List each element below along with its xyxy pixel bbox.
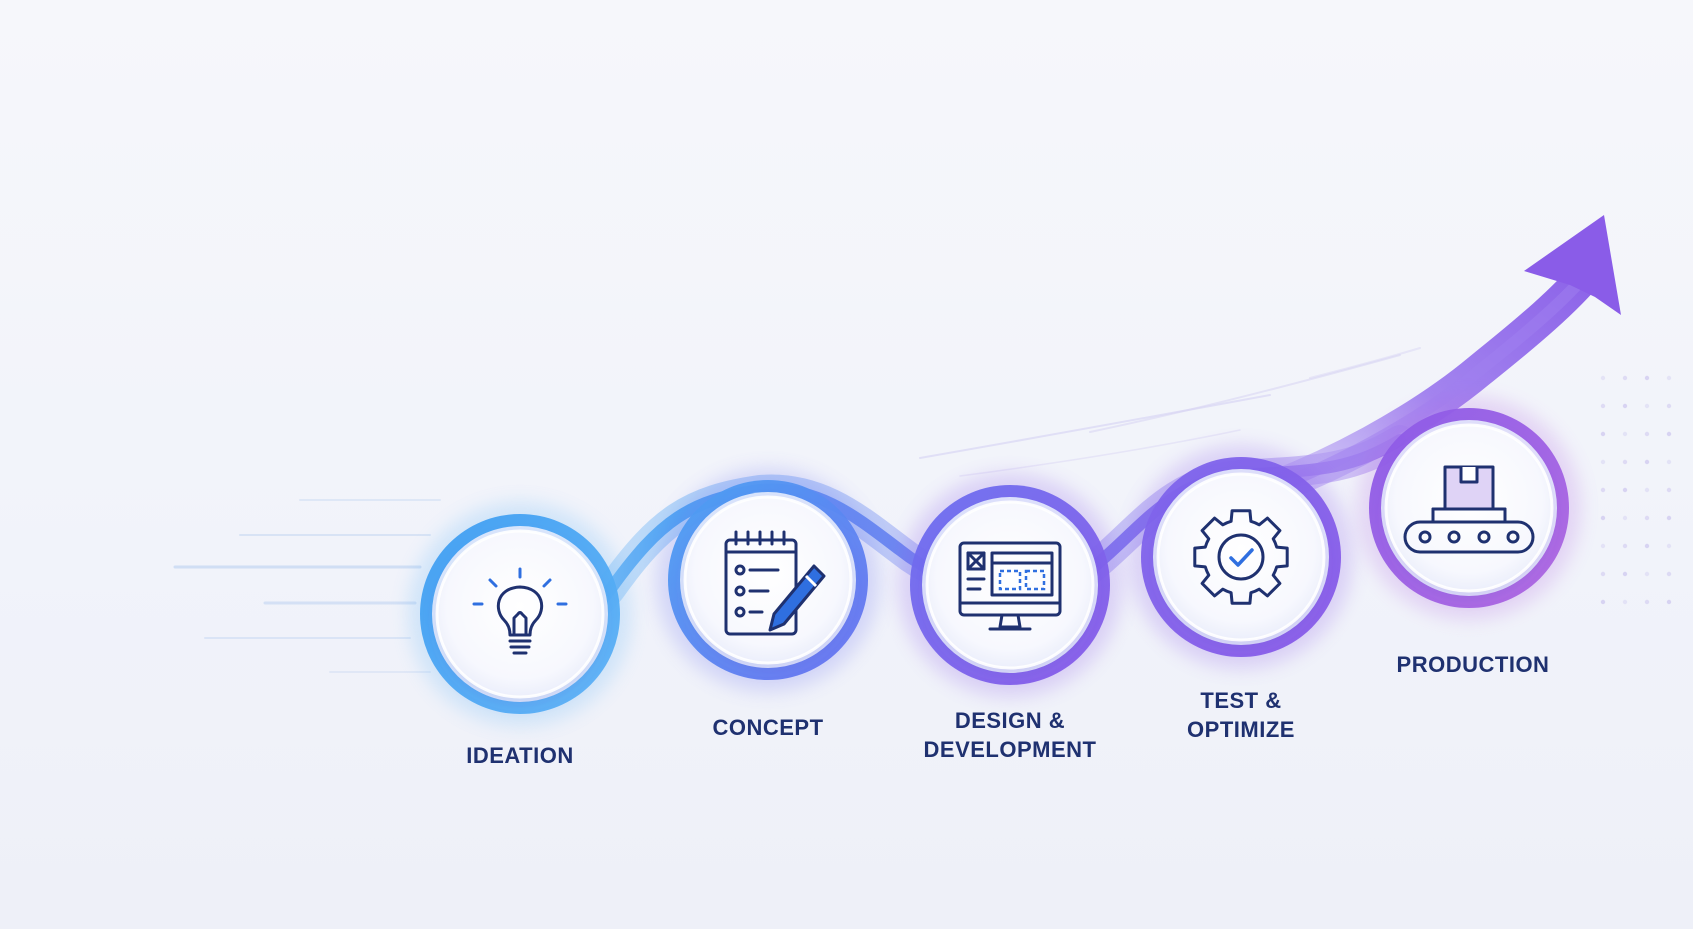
- arrowhead: [1524, 215, 1621, 315]
- grid-dot: [1622, 403, 1628, 409]
- stage-node-concept: [656, 468, 880, 692]
- grid-dot: [1600, 487, 1606, 493]
- grid-dot: [1644, 403, 1650, 409]
- grid-dot: [1600, 375, 1606, 381]
- grid-dot: [1600, 403, 1606, 409]
- grid-dot: [1622, 515, 1628, 521]
- grid-dot: [1644, 487, 1650, 493]
- grid-dot: [1666, 571, 1672, 577]
- conveyor-box-icon: [1403, 465, 1535, 554]
- growth-arrow: [1223, 215, 1621, 517]
- grid-dot: [1600, 571, 1606, 577]
- grid-dot: [1600, 431, 1606, 437]
- grid-dot: [1622, 431, 1628, 437]
- monitor-layout-icon: [958, 541, 1062, 631]
- stage-label-line: OPTIMIZE: [1187, 717, 1295, 742]
- grid-dot: [1622, 459, 1628, 465]
- grid-dot: [1644, 571, 1650, 577]
- grid-dot: [1644, 599, 1650, 605]
- stage-label-line: PRODUCTION: [1396, 652, 1550, 677]
- grid-dot: [1666, 543, 1672, 549]
- grid-dot: [1600, 515, 1606, 521]
- stage-label-test: TEST & OPTIMIZE: [1187, 686, 1295, 744]
- stage-node-test: [1129, 445, 1353, 669]
- stage-label-line: IDEATION: [466, 743, 574, 768]
- grid-dot: [1600, 459, 1606, 465]
- stage-label-ideation: IDEATION: [466, 741, 573, 770]
- stage-label-line: DESIGN &: [954, 708, 1066, 733]
- grid-dot: [1622, 375, 1628, 381]
- grid-dot: [1622, 543, 1628, 549]
- grid-dot: [1600, 599, 1606, 605]
- grid-dot: [1666, 431, 1672, 437]
- stage-label-concept: CONCEPT: [712, 713, 823, 742]
- stage-label-design: DESIGN & DEVELOPMENT: [924, 706, 1097, 764]
- notepad-pencil-icon: [724, 530, 826, 636]
- grid-dot: [1600, 543, 1606, 549]
- lightbulb-icon: [472, 567, 568, 655]
- speed-lines: [173, 499, 441, 673]
- dot-grid: [1600, 375, 1672, 605]
- stage-node-ideation: [408, 502, 632, 726]
- grid-dot: [1644, 459, 1650, 465]
- motion-streaks: [919, 347, 1421, 477]
- grid-dot: [1666, 459, 1672, 465]
- stage-label-line: DEVELOPMENT: [923, 737, 1097, 762]
- grid-dot: [1622, 599, 1628, 605]
- stage-node-design: [898, 473, 1122, 697]
- grid-dot: [1644, 543, 1650, 549]
- grid-dot: [1666, 599, 1672, 605]
- grid-dot: [1644, 431, 1650, 437]
- grid-dot: [1622, 571, 1628, 577]
- grid-dot: [1666, 403, 1672, 409]
- grid-dot: [1666, 487, 1672, 493]
- grid-dot: [1644, 375, 1650, 381]
- stage-label-production: PRODUCTION: [1397, 650, 1550, 679]
- gear-check-icon: [1193, 509, 1289, 605]
- grid-dot: [1666, 515, 1672, 521]
- grid-dot: [1622, 487, 1628, 493]
- stage-node-production: [1357, 396, 1581, 620]
- stage-label-line: CONCEPT: [712, 715, 824, 740]
- stage-label-line: TEST &: [1200, 688, 1282, 713]
- grid-dot: [1644, 515, 1650, 521]
- grid-dot: [1666, 375, 1672, 381]
- stage-nodes: [408, 396, 1581, 726]
- node-disc: [1158, 474, 1324, 640]
